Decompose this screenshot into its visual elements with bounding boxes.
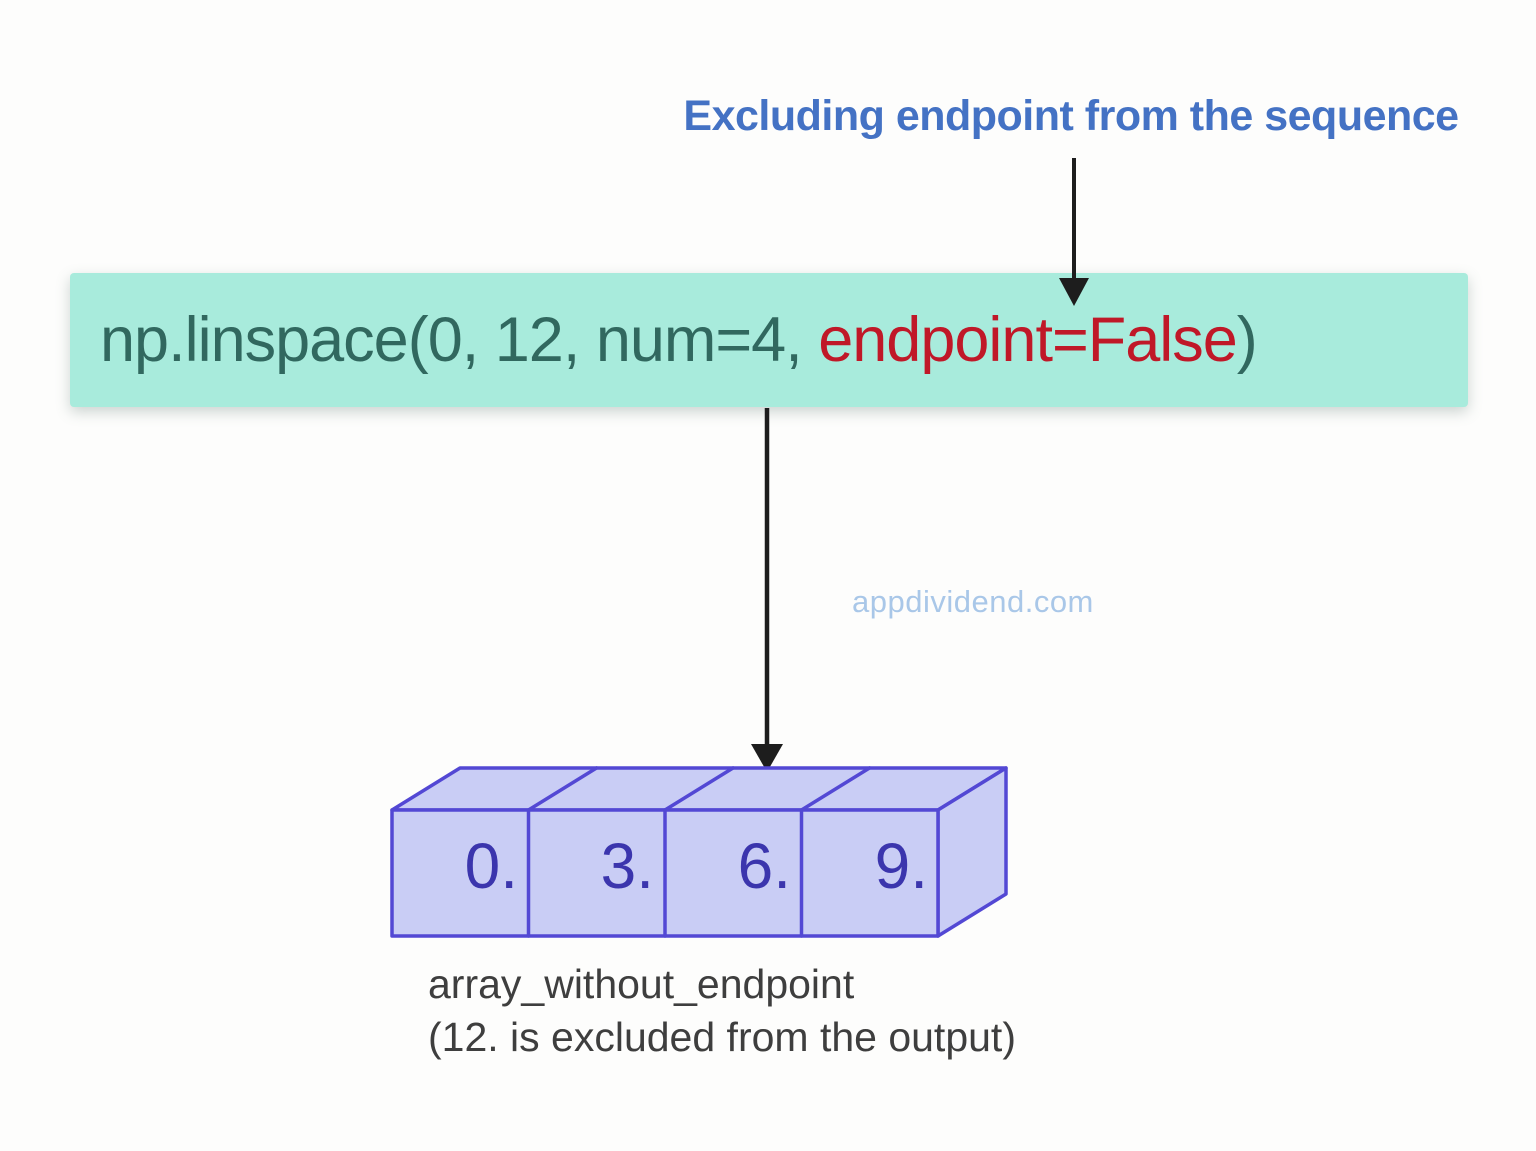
annotation-title: Excluding endpoint from the sequence xyxy=(683,92,1459,140)
array-top-divider xyxy=(526,766,599,812)
array-cell-value: 9. xyxy=(875,830,928,902)
array-cell-value: 3. xyxy=(601,830,654,902)
code-line: np.linspace(0, 12, num=4, endpoint=False… xyxy=(100,273,1258,407)
array-caption-name: array_without_endpoint xyxy=(428,961,855,1007)
code-prefix: np.linspace(0, 12, num=4, xyxy=(100,305,819,375)
array-top-divider xyxy=(663,766,735,812)
annotation-arrow-down-icon xyxy=(1059,158,1089,306)
array-cell-value: 0. xyxy=(465,830,518,902)
code-suffix: ) xyxy=(1236,305,1258,375)
array-caption-note: (12. is excluded from the output) xyxy=(428,1014,1016,1060)
result-arrow-head xyxy=(751,744,783,772)
code-highlight-endpoint-false: endpoint=False xyxy=(818,305,1238,375)
watermark-text: appdividend.com xyxy=(852,584,1094,619)
array-top-divider xyxy=(799,766,872,812)
result-arrow-down-icon xyxy=(751,408,783,772)
array-cell-value: 6. xyxy=(738,830,791,902)
array-caption: array_without_endpoint (12. is excluded … xyxy=(428,958,1016,1064)
code-box: np.linspace(0, 12, num=4, endpoint=False… xyxy=(70,273,1468,407)
array-3d-block: 0. 3. 6. 9. xyxy=(390,766,1008,938)
annotation-arrow-head xyxy=(1059,278,1089,306)
